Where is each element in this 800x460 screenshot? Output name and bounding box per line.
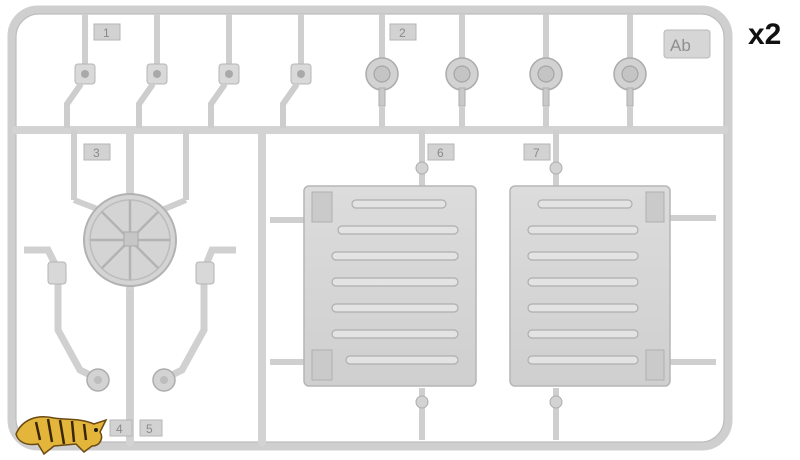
part-number-2: 2 [399, 26, 406, 40]
part-number-6: 6 [437, 146, 444, 160]
part-number-1: 1 [103, 26, 110, 40]
tiger-logo-icon [15, 416, 108, 456]
parts-2-wheels [365, 14, 647, 128]
part-number-5: 5 [146, 422, 153, 436]
sprue-frame [7, 5, 733, 451]
part-number-tabs: 1 2 3 6 7 4 5 [83, 23, 551, 437]
sprue-code: Ab [670, 36, 691, 55]
part-3-round-cover [71, 130, 189, 287]
parts-4-5-arms [24, 246, 236, 440]
part-number-3: 3 [93, 146, 100, 160]
part-number-4: 4 [116, 422, 123, 436]
part-7-panel [509, 130, 716, 440]
sprue-code-tab: Ab [663, 29, 711, 59]
part-number-7: 7 [533, 146, 540, 160]
parts-1-brackets [64, 14, 312, 128]
part-6-panel [270, 130, 477, 440]
quantity-label: x2 [748, 18, 782, 51]
